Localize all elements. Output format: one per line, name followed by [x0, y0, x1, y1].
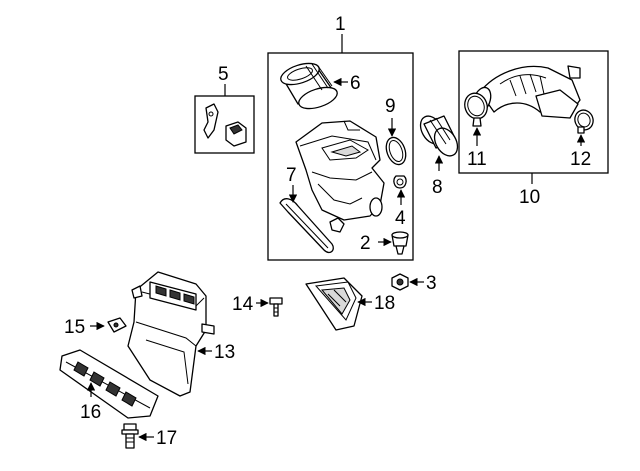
- callout-5[interactable]: 5: [218, 64, 229, 85]
- intake-hose[interactable]: [470, 65, 581, 119]
- bolt-small[interactable]: [269, 297, 283, 317]
- group-box-10: [458, 50, 609, 174]
- callout-15[interactable]: 15: [64, 317, 85, 338]
- housing-grommet[interactable]: [329, 217, 345, 233]
- callout-16[interactable]: 16: [80, 402, 101, 423]
- group-box-1: [267, 52, 414, 261]
- bracket[interactable]: [203, 103, 219, 139]
- air-cleaner-housing[interactable]: [295, 120, 385, 221]
- housing-clip[interactable]: [393, 175, 407, 189]
- bracket-group: 5: [194, 64, 255, 154]
- callout-3[interactable]: 3: [426, 273, 437, 294]
- callout-12[interactable]: 12: [570, 149, 591, 170]
- callout-14[interactable]: 14: [232, 294, 254, 315]
- callout-9[interactable]: 9: [385, 96, 396, 117]
- callout-4[interactable]: 4: [395, 208, 406, 229]
- callout-2[interactable]: 2: [360, 233, 371, 254]
- air-cleaner-assembly-group: 1 6 9: [267, 14, 414, 261]
- group-box-5: [194, 95, 255, 154]
- air-guide-panel[interactable]: [59, 349, 159, 419]
- lower-air-duct[interactable]: [127, 271, 215, 397]
- callout-7[interactable]: 7: [286, 165, 297, 186]
- callout-1[interactable]: 1: [335, 14, 346, 35]
- seal-ring[interactable]: [383, 135, 409, 167]
- callout-17[interactable]: 17: [156, 428, 177, 449]
- air-filter-element[interactable]: [278, 59, 340, 112]
- callout-10[interactable]: 10: [519, 187, 540, 208]
- callout-11[interactable]: 11: [467, 149, 487, 170]
- nut[interactable]: [391, 273, 409, 291]
- callout-6[interactable]: 6: [350, 73, 361, 94]
- callout-8[interactable]: 8: [432, 177, 443, 198]
- intake-hose-group: 10 11 12: [458, 50, 609, 208]
- callout-13[interactable]: 13: [214, 342, 235, 363]
- inlet-duct[interactable]: [305, 277, 363, 331]
- insulator-mount[interactable]: [391, 231, 409, 255]
- callout-18[interactable]: 18: [374, 293, 395, 314]
- retainer-clip[interactable]: [107, 317, 127, 333]
- intake-coupler[interactable]: [416, 112, 462, 160]
- bolt-large[interactable]: [121, 423, 139, 449]
